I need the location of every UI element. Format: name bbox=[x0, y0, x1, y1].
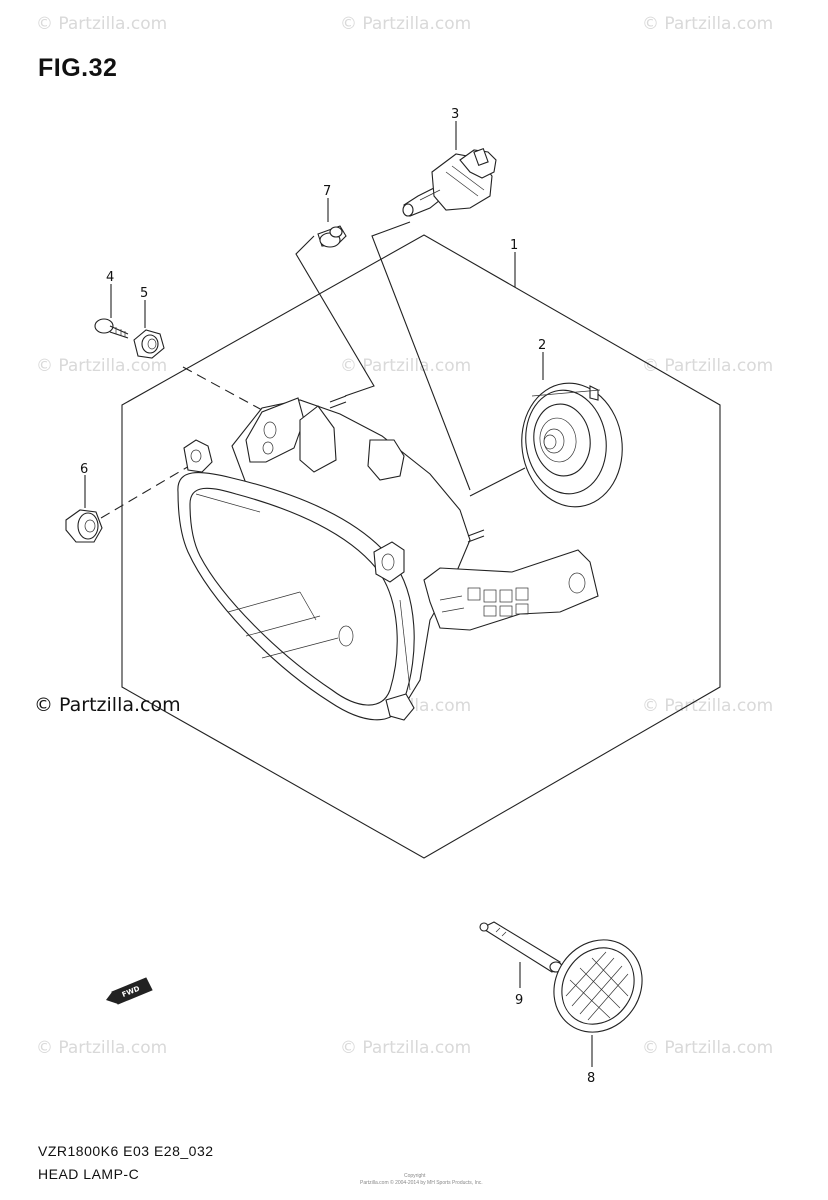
fwd-arrow-icon: FWD bbox=[106, 977, 153, 1005]
callout-3: 3 bbox=[451, 107, 459, 122]
assembly-line-grommet bbox=[100, 461, 197, 519]
assembly-line-bulb bbox=[371, 221, 471, 491]
watermark: © Partzilla.com bbox=[642, 696, 774, 716]
reflector bbox=[553, 939, 643, 1033]
watermark: © Partzilla.com bbox=[642, 14, 774, 34]
watermark: © Partzilla.com bbox=[340, 1038, 472, 1058]
copyright-line-1: Copyright bbox=[404, 1173, 426, 1179]
watermark-strong: © Partzilla.com bbox=[34, 694, 181, 716]
callout-9: 9 bbox=[515, 993, 523, 1008]
watermark: © Partzilla.com bbox=[642, 1038, 774, 1058]
grommet-6 bbox=[65, 509, 103, 543]
watermark: © Partzilla.com bbox=[340, 14, 472, 34]
rear-cover bbox=[521, 382, 623, 508]
callout-5: 5 bbox=[140, 286, 148, 301]
figure-title: FIG.32 bbox=[38, 54, 118, 82]
rubber-cap bbox=[317, 225, 347, 248]
assembly-line-cap bbox=[295, 235, 375, 397]
assembly-line-cover bbox=[469, 467, 526, 497]
callout-6: 6 bbox=[80, 462, 88, 477]
shaft-bolt bbox=[479, 921, 563, 973]
callout-1: 1 bbox=[510, 238, 518, 253]
callout-7: 7 bbox=[323, 184, 331, 199]
assembly-line-screw bbox=[182, 366, 263, 411]
model-code: VZR1800K6 E03 E28_032 bbox=[38, 1143, 214, 1159]
assembly-outline bbox=[121, 234, 721, 859]
watermark: © Partzilla.com bbox=[340, 356, 472, 376]
watermark: © Partzilla.com bbox=[642, 356, 774, 376]
watermark: © Partzilla.com bbox=[36, 356, 168, 376]
bulb bbox=[402, 148, 497, 217]
callout-8: 8 bbox=[587, 1071, 595, 1086]
callout-4: 4 bbox=[106, 270, 114, 285]
watermark: © Partzilla.com bbox=[36, 1038, 168, 1058]
copyright-line-2: Partzilla.com © 2004-2014 by MH Sports P… bbox=[360, 1180, 483, 1186]
headlamp-assembly bbox=[177, 395, 599, 721]
screw bbox=[94, 318, 129, 339]
grommet-5 bbox=[133, 329, 165, 359]
callout-2: 2 bbox=[538, 338, 546, 353]
section-name: HEAD LAMP-C bbox=[38, 1166, 140, 1182]
watermark: © Partzilla.com bbox=[36, 14, 168, 34]
